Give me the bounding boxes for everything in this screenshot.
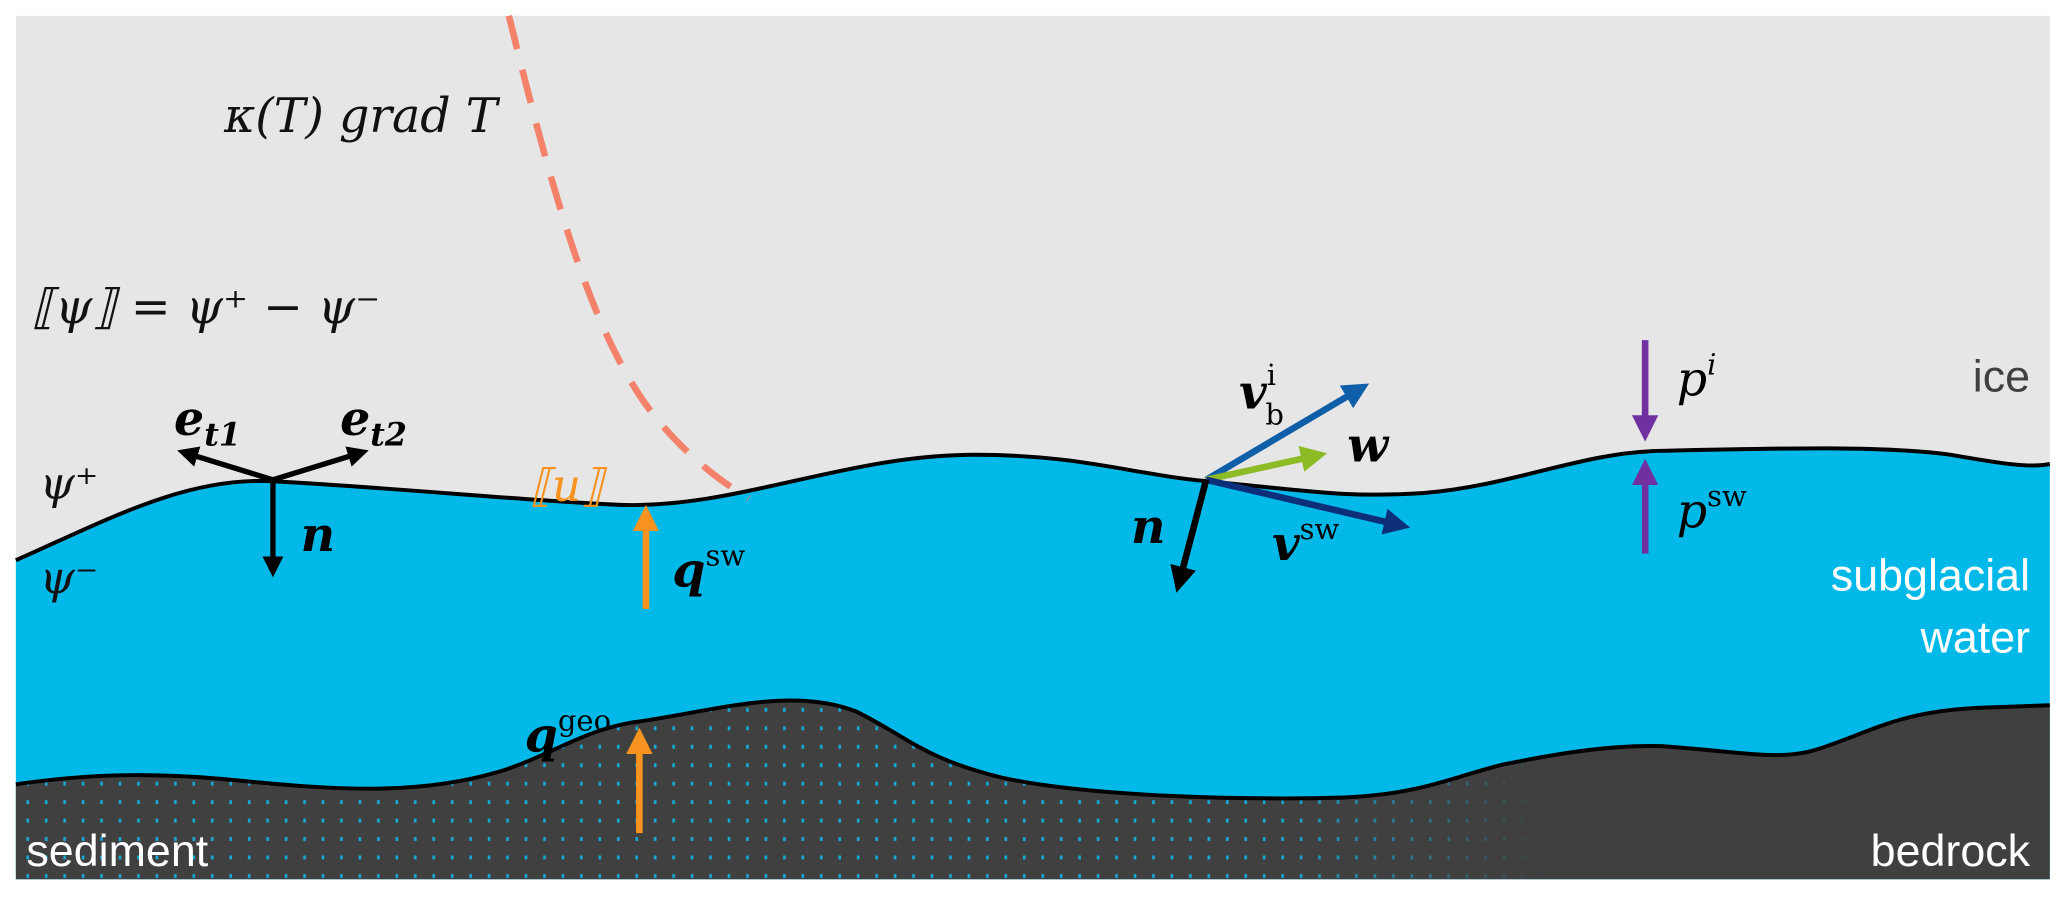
- e-t1-label: et1: [174, 391, 241, 454]
- q-sw-label: qsw: [672, 539, 745, 599]
- subglacial-label: subglacial: [1831, 551, 2030, 601]
- n-label-right: n: [1131, 499, 1166, 555]
- w-arrow: [1205, 446, 1328, 484]
- n-label-left: n: [301, 507, 335, 563]
- v-b-i-arrow: [1204, 383, 1370, 483]
- ice-label: ice: [1973, 352, 2030, 402]
- p-sw-label: psw: [1677, 479, 1747, 539]
- sediment-label: sediment: [26, 826, 208, 876]
- v-sw-label: vsw: [1272, 512, 1339, 572]
- n-arrow-right: [1170, 478, 1210, 593]
- e-t1-arrow: [177, 446, 274, 483]
- e-t2-arrow: [272, 446, 369, 483]
- psi-plus-label: ψ⁺: [40, 456, 99, 509]
- water-label: water: [1919, 613, 2030, 663]
- jump-definition: ⟦ψ⟧ = ψ⁺ − ψ⁻: [32, 280, 380, 335]
- ice-water-interface: [15, 446, 2051, 563]
- q-geo-label: qgeo: [525, 703, 611, 763]
- jump-u-label: ⟦u⟧: [530, 459, 608, 512]
- heat-flux-curve: [505, 15, 751, 502]
- e-t2-label: et2: [340, 391, 407, 454]
- bedrock-label: bedrock: [1871, 826, 2031, 876]
- psi-minus-label: ψ⁻: [40, 551, 99, 604]
- w-label: w: [1347, 417, 1390, 473]
- p-i-label: pi: [1677, 347, 1717, 407]
- water-bed-interface: [15, 698, 2050, 801]
- v-sw-arrow: [1205, 476, 1411, 535]
- heat-flux-label: κ(T) grad T: [223, 89, 501, 144]
